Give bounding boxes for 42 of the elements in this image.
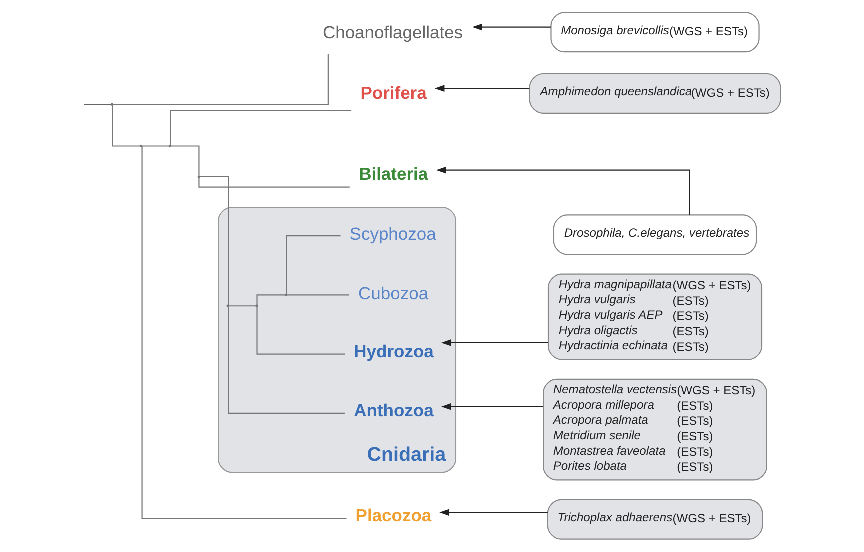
arrow <box>472 24 551 31</box>
connector <box>229 306 256 307</box>
node-point <box>256 304 258 308</box>
connector <box>142 146 170 147</box>
connector <box>142 146 347 520</box>
node-text: Cubozoa <box>358 283 429 304</box>
connector <box>256 294 285 306</box>
connector <box>198 178 350 188</box>
node-point <box>140 144 143 148</box>
connector <box>228 306 345 414</box>
node-text: Scyphozoa <box>350 224 436 244</box>
connector <box>84 104 112 106</box>
node-text: Anthozoa <box>354 400 434 420</box>
node-point <box>168 144 172 148</box>
connector <box>170 110 352 146</box>
node-point <box>198 176 201 178</box>
arrow <box>440 509 548 516</box>
node-text: Placozoa <box>356 506 432 526</box>
connector <box>112 105 140 147</box>
node-text: Porifera <box>360 82 427 103</box>
arrow <box>442 403 544 410</box>
connector <box>200 176 230 306</box>
node-text: Bilateria <box>359 164 428 184</box>
node-box: Amphimedon queenslandica(WGS + ESTs) <box>529 73 782 114</box>
arrow <box>434 85 530 92</box>
connector <box>113 54 329 106</box>
node-box: Nematostella vectensis(WGS + ESTs) Acropora millepora (ESTs) Acropora palmata (ESTs) Metridium senile (ESTs) Montastrea faveolata (ESTs) Porites lobata (ESTs) <box>543 378 768 481</box>
node-point <box>284 294 288 296</box>
node-text: Hydrozoa <box>354 341 434 362</box>
connector <box>286 235 341 295</box>
arrow <box>441 340 548 346</box>
arrow <box>436 166 690 216</box>
connector <box>171 146 200 176</box>
node-box: Trichoplax adhaerens(WGS + ESTs) <box>547 499 764 540</box>
node-box: Hydra magnipapillata(WGS + ESTs) Hydra vulgaris (ESTs) Hydra vulgaris AEP (ESTs) Hydra oligactis (ESTs) Hydractinia echinata (ESTs) <box>548 274 763 360</box>
node-box: Monosiga brevicollis(WGS + ESTs) <box>550 12 760 53</box>
node-box: Drosophila, C.elegans, vertebrates <box>553 214 758 256</box>
connector <box>256 306 346 355</box>
node-point <box>226 304 230 308</box>
node-text: Choanoflagellates <box>322 22 464 43</box>
node-point <box>111 103 114 106</box>
connector <box>287 294 350 296</box>
